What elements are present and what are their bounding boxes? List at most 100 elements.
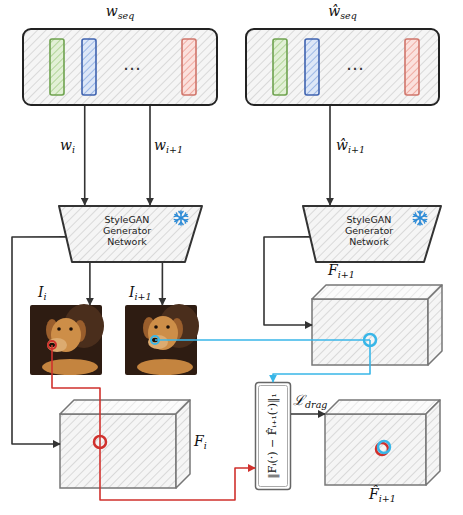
connector-arrow	[291, 413, 325, 415]
connector-arrow	[329, 106, 331, 205]
feature-front	[325, 414, 426, 485]
frozen-arm	[413, 212, 428, 223]
math-subscript: seq	[118, 10, 135, 21]
connector-arrow	[149, 106, 151, 205]
math-subscript: i+1	[338, 269, 355, 280]
generated-image: Ii+1	[125, 305, 197, 375]
node-outline	[60, 400, 190, 488]
frozen-stroke	[420, 211, 423, 214]
tracking-point	[48, 341, 56, 349]
math-subscript: i+1	[166, 144, 183, 155]
frozen-stroke	[423, 215, 427, 219]
tracking-line	[155, 339, 197, 341]
feature-label: Fi	[194, 434, 224, 449]
edge-label: wi+1	[154, 138, 183, 153]
generator-network: StyleGAN Generator Network	[58, 205, 203, 263]
dog-eye	[57, 327, 61, 331]
math-symbol: w	[106, 3, 118, 19]
math-symbol: F̂	[328, 262, 338, 278]
tracking-line	[312, 339, 370, 341]
math-symbol: I	[129, 284, 135, 300]
node-outline	[125, 305, 197, 375]
latent-vector-bar	[405, 39, 419, 95]
math-symbol: F	[194, 433, 204, 449]
feature-map: F̂i+1	[312, 285, 442, 365]
feature-point	[378, 441, 390, 453]
dog-body	[42, 359, 98, 375]
sequence-frame	[23, 29, 217, 105]
frozen-stroke	[175, 212, 179, 216]
frozen-stroke	[174, 215, 178, 219]
frozen-stroke	[183, 212, 187, 216]
image-label: Ii+1	[129, 285, 169, 300]
math-symbol: w	[60, 137, 72, 153]
frozen-arm	[413, 212, 428, 223]
frozen-stroke	[175, 220, 179, 224]
frozen-stroke	[422, 212, 426, 216]
sequence-label: ŵseq	[245, 4, 440, 19]
tracking-line	[99, 400, 101, 488]
feature-label: F̂i+1	[325, 487, 440, 502]
math-symbol: ℒ	[293, 392, 305, 408]
math-subscript: drag	[305, 399, 327, 410]
latent-vector-bar	[82, 39, 96, 95]
frozen-stroke	[183, 220, 187, 224]
feature-top	[312, 285, 442, 299]
frozen-stroke	[184, 215, 188, 219]
edge-label: wi	[60, 138, 75, 153]
generator-label: StyleGAN Generator Network	[92, 215, 162, 248]
dog-eye	[166, 325, 170, 329]
generator-trapezoid	[59, 206, 202, 262]
frozen-stroke	[413, 215, 417, 219]
frozen-symbol	[174, 211, 189, 225]
loss-formula: ‖Fᵢ(·) − F̂ᵢ₊₁(·)‖₁	[267, 393, 279, 479]
generator-network: StyleGAN Generator Network	[302, 205, 442, 263]
frozen-stroke	[181, 222, 184, 225]
math-subscript: i	[72, 144, 75, 155]
math-symbol: ŵ	[328, 3, 340, 19]
feature-point	[364, 334, 376, 346]
node-outline	[30, 305, 102, 375]
connector-arrow	[273, 365, 370, 382]
connector-arrow	[12, 237, 67, 444]
frozen-arm	[174, 212, 189, 223]
image-label: Ii	[38, 285, 78, 300]
feature-top	[325, 400, 440, 414]
node-outline	[245, 28, 440, 106]
tracking-point	[151, 336, 159, 344]
frozen-stroke	[420, 222, 423, 225]
loss-inner-frame	[259, 386, 288, 487]
dog-eye	[154, 325, 158, 329]
connector-arrow	[264, 237, 312, 325]
math-subscript: i+1	[348, 144, 365, 155]
generated-image: Ii	[30, 305, 102, 375]
frozen-symbol	[413, 211, 428, 225]
edge-label: ŵi+1	[336, 138, 365, 153]
loss-box: ‖Fᵢ(·) − F̂ᵢ₊₁(·)‖₁	[255, 382, 291, 490]
ellipsis-mark: …	[325, 54, 385, 74]
frozen-stroke	[422, 220, 426, 224]
math-symbol: ŵ	[336, 137, 348, 153]
dog-body	[137, 359, 193, 375]
node-outline	[325, 400, 440, 485]
math-subscript: seq	[340, 10, 357, 21]
ellipsis-mark: …	[102, 54, 162, 74]
connector-arrow	[197, 339, 312, 341]
math-subscript: i+1	[379, 493, 396, 504]
feature-label: F̂i+1	[328, 263, 388, 278]
dog-head	[148, 316, 178, 350]
dog-eye	[69, 327, 73, 331]
connector-arrow	[89, 263, 91, 305]
tracking-line	[369, 340, 371, 365]
generator-label: StyleGAN Generator Network	[334, 215, 404, 248]
connector-arrow	[162, 263, 164, 305]
math-subscript: i+1	[135, 291, 152, 302]
sequence-label: wseq	[22, 4, 218, 19]
feature-top	[60, 400, 190, 414]
node-outline	[22, 28, 218, 106]
feature-side	[428, 285, 442, 365]
feature-map: Fi	[60, 400, 190, 488]
latent-vector-bar	[305, 39, 319, 95]
